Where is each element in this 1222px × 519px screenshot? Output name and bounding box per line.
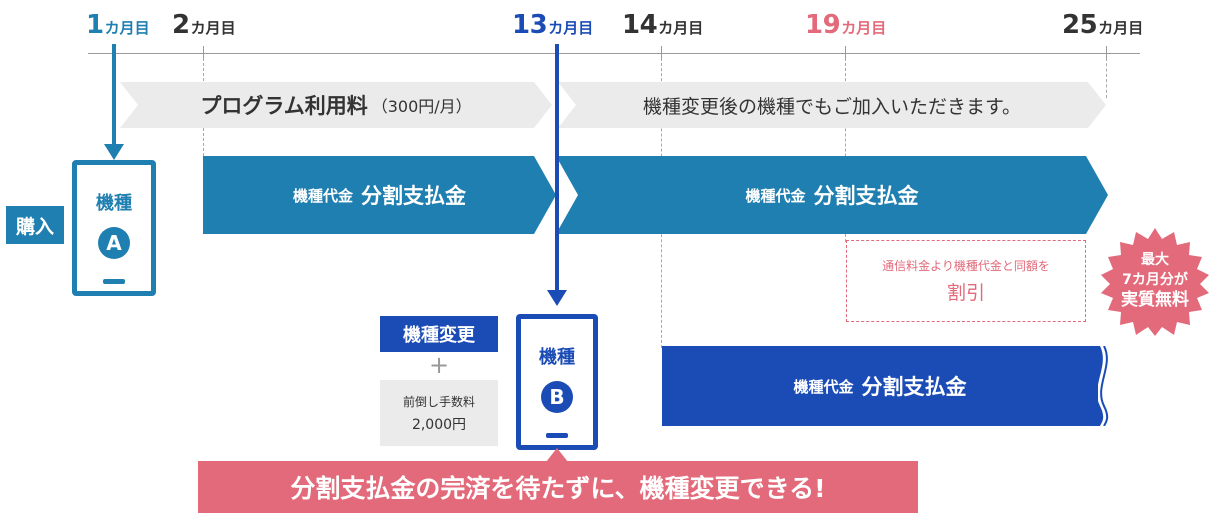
phone-b-letter: B	[541, 381, 573, 413]
month-suffix: カ月目	[1098, 19, 1144, 37]
discount-box: 通信料金より機種代金と同額を 割引	[846, 240, 1086, 322]
badge-line-1: 最大	[1141, 252, 1169, 268]
discount-text: 通信料金より機種代金と同額を	[882, 259, 1050, 273]
badge-line-3: 実質無料	[1121, 290, 1189, 310]
month-label-14: 14カ月目	[622, 10, 703, 40]
phone-a-label: 機種	[96, 193, 132, 214]
program-fee-continuation: 機種変更後の機種でもご加入いただきます。	[642, 95, 1022, 118]
month-number: 25	[1062, 10, 1098, 40]
program-fee-label: プログラム利用料	[200, 94, 368, 118]
installment-box-b: 機種代金 分割支払金	[662, 346, 1098, 426]
month-label-1: 1カ月目	[86, 10, 150, 40]
guide-line-25	[1106, 58, 1107, 98]
guide-line-19	[845, 58, 846, 242]
month-suffix: カ月目	[841, 19, 887, 37]
early-fee-amount: 2,000円	[411, 416, 467, 433]
month-number: 14	[622, 10, 658, 40]
program-fee-continuation-arrow: 機種変更後の機種でもご加入いただきます。	[558, 82, 1106, 128]
month-number: 2	[172, 10, 190, 40]
banner-pointer-icon	[546, 448, 568, 462]
badge-starburst-icon	[1101, 228, 1209, 336]
model-change-label: 機種変更	[380, 316, 498, 352]
installment-label: 分割支払金	[861, 375, 967, 399]
month-label-13: 13カ月目	[512, 10, 593, 40]
arrow-month13-line	[555, 44, 559, 294]
phone-a: 機種 A	[72, 160, 156, 296]
month-number: 19	[805, 10, 841, 40]
phone-a-letter: A	[98, 227, 130, 259]
installment-arrow-a: 機種代金 分割支払金	[203, 156, 556, 234]
early-fee-label: 前倒し手数料	[402, 394, 475, 409]
purchase-label: 購入	[6, 206, 64, 244]
month-suffix: カ月目	[548, 19, 594, 37]
badge-line-2: 7カ月分が	[1122, 272, 1188, 288]
program-fee-arrow: プログラム利用料 （300円/月）	[120, 82, 552, 128]
timeline-tick	[203, 46, 204, 60]
installment-label: 分割支払金	[361, 184, 466, 208]
installment-label: 分割支払金	[813, 184, 919, 208]
installment-prefix: 機種代金	[292, 186, 353, 205]
phone-b: 機種 B	[516, 314, 598, 450]
arrow-down-icon	[104, 144, 124, 160]
phone-b-label: 機種	[539, 347, 575, 368]
installment-prefix: 機種代金	[745, 186, 806, 205]
early-fee-box: 前倒し手数料 2,000円	[380, 380, 498, 446]
month-label-19: 19カ月目	[805, 10, 886, 40]
month-suffix: カ月目	[104, 19, 150, 37]
arrow-month1-line	[112, 44, 116, 148]
phone-b-home-button	[546, 433, 568, 438]
month-label-2: 2カ月目	[172, 10, 236, 40]
timeline-tick	[1106, 46, 1107, 60]
month-label-25: 25カ月目	[1062, 10, 1143, 40]
month-number: 13	[512, 10, 548, 40]
plus-sign: +	[428, 351, 450, 379]
installment-prefix: 機種代金	[793, 377, 854, 396]
month-suffix: カ月目	[658, 19, 704, 37]
timeline-axis	[88, 53, 1140, 54]
installment-arrow-a-continued: 機種代金 分割支払金	[556, 156, 1108, 234]
banner: 分割支払金の完済を待たずに、機種変更できる!	[198, 461, 918, 513]
month-number: 1	[86, 10, 104, 40]
phone-a-home-button	[103, 279, 125, 284]
arrow-down-icon	[547, 290, 567, 306]
timeline-tick	[661, 46, 662, 60]
wavy-edge-icon	[1094, 346, 1109, 426]
discount-label: 割引	[946, 282, 985, 304]
program-fee-amount: （300円/月）	[371, 97, 472, 116]
month-suffix: カ月目	[190, 19, 236, 37]
timeline-tick	[845, 46, 846, 60]
free-badge: 最大 7カ月分が 実質無料	[1094, 226, 1216, 338]
